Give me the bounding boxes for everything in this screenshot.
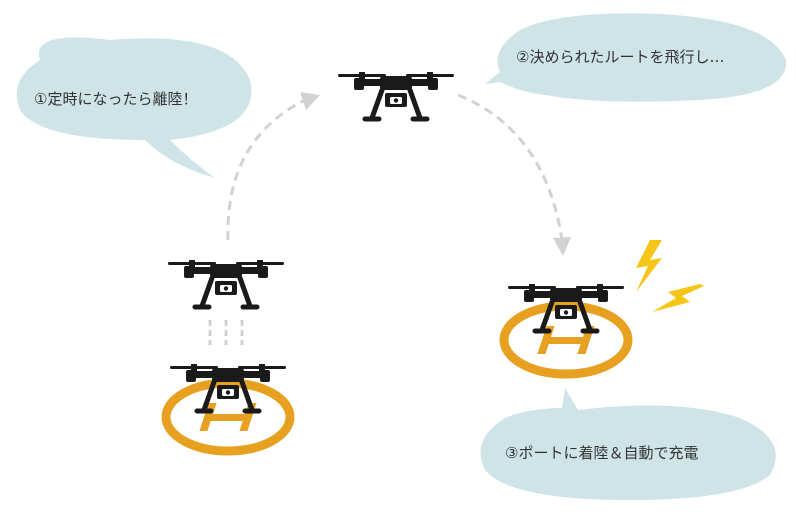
lightning-icon <box>652 284 704 312</box>
step1-label: ①定時になったら離陸！ <box>34 90 197 108</box>
speech-bubble-step1: ①定時になったら離陸！ <box>16 37 252 178</box>
drone-icon <box>508 284 624 331</box>
speech-bubble-step3: ③ポートに着陸＆自動で充電 <box>480 388 776 500</box>
drone-icon <box>338 72 454 119</box>
drone-icon <box>168 260 284 307</box>
step2-label: ②決められたルートを飛行し… <box>516 48 724 66</box>
lightning-icon <box>636 240 662 292</box>
dashed-lines-ascent <box>208 320 244 345</box>
dashed-arrow-landing <box>457 93 571 256</box>
step3-label: ③ポートに着陸＆自動で充電 <box>505 444 698 462</box>
dashed-arrow-takeoff <box>226 92 320 241</box>
speech-bubble-step2: ②決められたルートを飛行し… <box>485 13 787 102</box>
